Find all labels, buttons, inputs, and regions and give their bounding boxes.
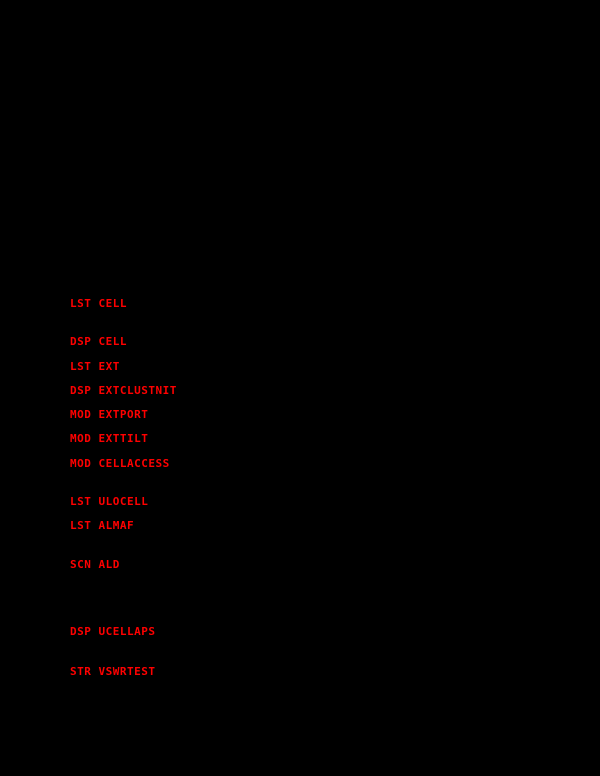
command-dsp-extclustnit[interactable]: DSP EXTCLUSTNIT: [70, 384, 177, 397]
command-lst-ext[interactable]: LST EXT: [70, 360, 120, 373]
command-str-vswrtest[interactable]: STR VSWRTEST: [70, 665, 156, 678]
command-lst-cell[interactable]: LST CELL: [70, 297, 127, 310]
command-scn-ald[interactable]: SCN ALD: [70, 558, 120, 571]
command-lst-ulocell[interactable]: LST ULOCELL: [70, 495, 149, 508]
command-mod-extport[interactable]: MOD EXTPORT: [70, 408, 149, 421]
command-mod-exttilt[interactable]: MOD EXTTILT: [70, 432, 149, 445]
command-mod-cellaccess[interactable]: MOD CELLACCESS: [70, 457, 170, 470]
command-lst-almaf[interactable]: LST ALMAF: [70, 519, 135, 532]
command-dsp-cell[interactable]: DSP CELL: [70, 335, 127, 348]
command-dsp-ucellaps[interactable]: DSP UCELLAPS: [70, 625, 156, 638]
